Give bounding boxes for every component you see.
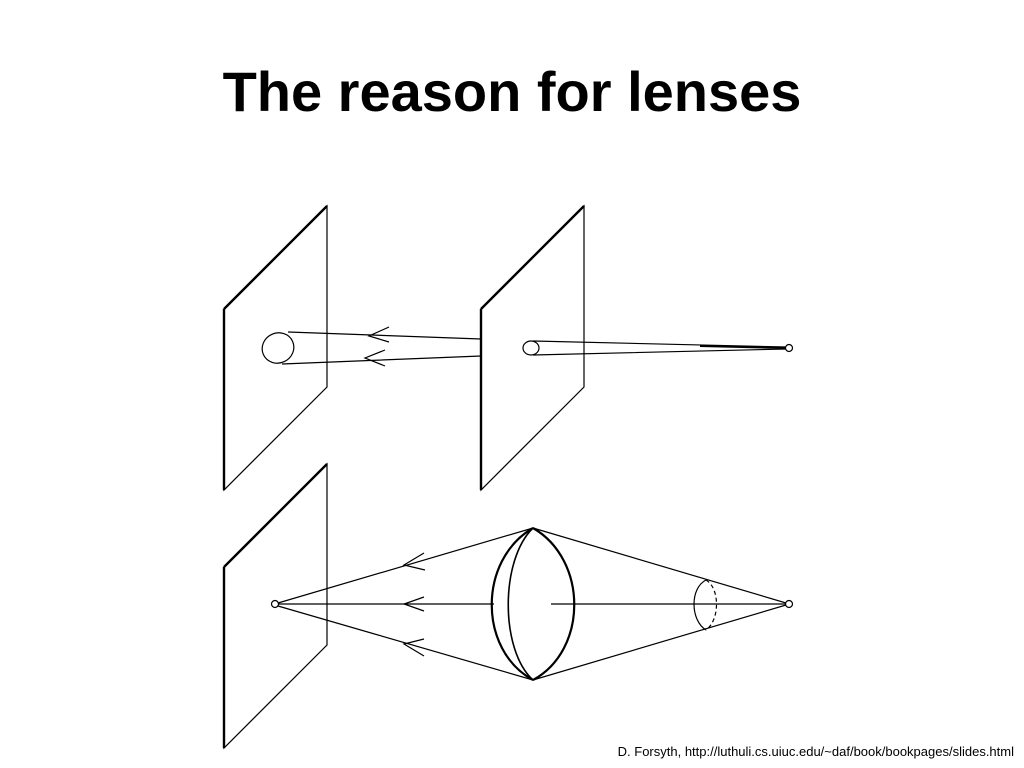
pinhole-diagram: [222, 204, 794, 492]
ray-arrow: [367, 326, 390, 343]
source-credit: D. Forsyth, http://luthuli.cs.uiuc.edu/~…: [617, 744, 1014, 759]
point-source-bottom: [784, 599, 794, 609]
blur-spot: [261, 332, 295, 364]
image-plane-top: [223, 204, 328, 492]
point-source-top: [784, 343, 794, 353]
ray-arrow: [402, 638, 425, 657]
wavefront: [693, 579, 707, 631]
light-cone: [532, 340, 787, 356]
ray-arrow: [363, 349, 386, 367]
ray-arrow: [402, 596, 425, 612]
diverging-rays: [532, 527, 787, 681]
image-point: [270, 599, 280, 609]
lens-camera-diagram: [222, 462, 794, 750]
ray-arrow: [402, 552, 426, 571]
lens: [490, 527, 576, 681]
slide-title: The reason for lenses: [222, 60, 802, 123]
wavefront-dashed: [705, 579, 717, 631]
pinhole-plane: [480, 204, 585, 492]
light-tube: [281, 331, 482, 365]
pinhole-aperture: [522, 340, 540, 356]
